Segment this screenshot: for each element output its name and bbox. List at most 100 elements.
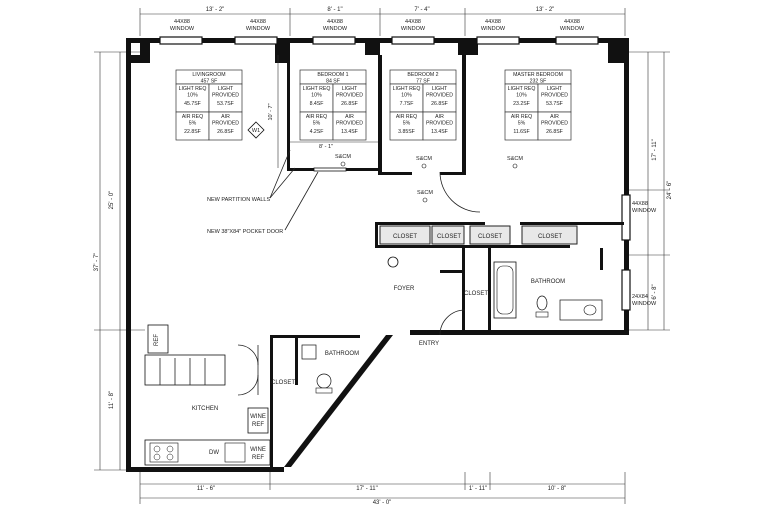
dim-overall: 43' - 0" [373,500,392,506]
air-prov-label: AIR [550,114,559,120]
window-label-size: 44X88 [564,19,580,25]
dim-top-2: 8' - 1" [327,7,342,13]
column-marker [387,256,399,268]
light-req-label: LIGHT REQ [179,86,207,92]
wine-ref-label: REF [252,422,264,428]
room-table-cell [389,83,424,113]
light-req-label: LIGHT REQ [508,86,536,92]
dim-bed1-height: 10' - 7" [268,103,274,120]
light-prov-value: 26.8SF [431,101,448,107]
bathroom-label: BATHROOM [531,279,565,285]
closet-label: CLOSET [538,234,562,240]
right-window-type: WINDOW [632,301,657,307]
dim-top-3: 7' - 4" [414,7,429,13]
exterior-walls [126,38,629,472]
closets [379,225,578,245]
room-table-cell [175,111,210,141]
window-label-type: WINDOW [401,26,426,32]
right-window-size: 44X88 [632,201,648,207]
room-area: 84 SF [326,79,340,85]
window-label-size: 44X88 [327,19,343,25]
new-partition-wall [313,167,347,172]
air-req-label: AIR REQ [396,114,417,120]
bathroom-label: BATHROOM [325,351,359,357]
light-req-pct: 10% [516,93,527,99]
window-label-type: WINDOW [170,26,195,32]
air-prov-label: PROVIDED [336,121,363,127]
room-name: MASTER BEDROOM [513,72,563,78]
air-prov-value: 13.4SF [431,129,448,135]
right-window-size: 24X84 [632,294,648,300]
light-req-value: 45.7SF [184,101,201,107]
room-area: 232 SF [530,79,547,85]
light-prov-label: LIGHT [342,86,358,92]
scm-label: S&CM [507,156,523,162]
master-bathroom-fixtures [493,261,603,321]
light-prov-label: PROVIDED [426,93,453,99]
window-tag-diamond [247,121,265,139]
entry-label: ENTRY [419,341,439,347]
air-req-label: AIR REQ [182,114,203,120]
air-req-pct: 5% [313,121,321,127]
air-prov-label: AIR [221,114,230,120]
closet-label: CLOSET [271,380,295,386]
dim-bed1-width: 8' - 1" [319,144,333,150]
light-prov-label: LIGHT [547,86,563,92]
room-table-cell [537,111,572,141]
closet-label: CLOSET [437,234,461,240]
window-tag-w1: W1 [252,128,260,134]
light-req-pct: 10% [187,93,198,99]
air-req-label: AIR REQ [306,114,327,120]
scm-label: S&CM [417,190,433,196]
dim-right-2: 24' - 6" [667,181,673,200]
smoke-detectors [340,161,518,203]
room-table-cell [537,83,572,113]
air-req-label: AIR REQ [511,114,532,120]
window-label-type: WINDOW [323,26,348,32]
top-window-labels: 44X88 WINDOW 44X88 WINDOW 44X88 WINDOW 4… [170,19,585,32]
room-table-cell [208,111,243,141]
window-label-type: WINDOW [481,26,506,32]
room-area: 77 SF [416,79,430,85]
light-req-label: LIGHT REQ [303,86,331,92]
air-prov-value: 13.4SF [341,129,358,135]
window-label-size: 44X88 [174,19,190,25]
dim-right-1: 17' - 11" [652,139,658,161]
light-req-value: 8.4SF [310,101,324,107]
door-swings [237,171,481,396]
scm-label: S&CM [416,156,432,162]
dim-left-3: 11' - 8" [109,391,115,409]
scm-label: S&CM [335,154,351,160]
light-prov-value: 53.7SF [546,101,563,107]
dim-right-3: 6' - 8" [652,284,658,299]
air-req-value: 3.85SF [398,129,415,135]
dimension-lines-left [94,51,145,471]
room-table-cell [332,111,367,141]
room-table-cell [299,111,334,141]
air-req-pct: 5% [403,121,411,127]
window-label-size: 44X88 [405,19,421,25]
dim-top-4: 13' - 2" [536,7,555,13]
closet-label: CLOSET [478,234,502,240]
foyer-label: FOYER [394,286,415,292]
room-area: 457 SF [201,79,218,85]
light-req-pct: 10% [401,93,412,99]
air-req-pct: 5% [518,121,526,127]
window-label-size: 44X88 [250,19,266,25]
annotation-pocket-door: NEW 38"X84" POCKET DOOR [207,229,283,235]
interior-walls [270,55,624,467]
dim-bottom-1: 11' - 6" [197,486,215,492]
air-prov-label: PROVIDED [541,121,568,127]
room-table-cell [504,111,539,141]
room-table-cell [208,83,243,113]
room-name: BEDROOM 2 [407,72,438,78]
light-prov-label: PROVIDED [336,93,363,99]
small-bathroom-fixtures [301,344,333,394]
room-table-cell [175,83,210,113]
room-table-cell [389,111,424,141]
top-windows [159,36,599,45]
light-prov-label: LIGHT [218,86,234,92]
light-req-pct: 10% [311,93,322,99]
dw-label: DW [209,450,219,456]
